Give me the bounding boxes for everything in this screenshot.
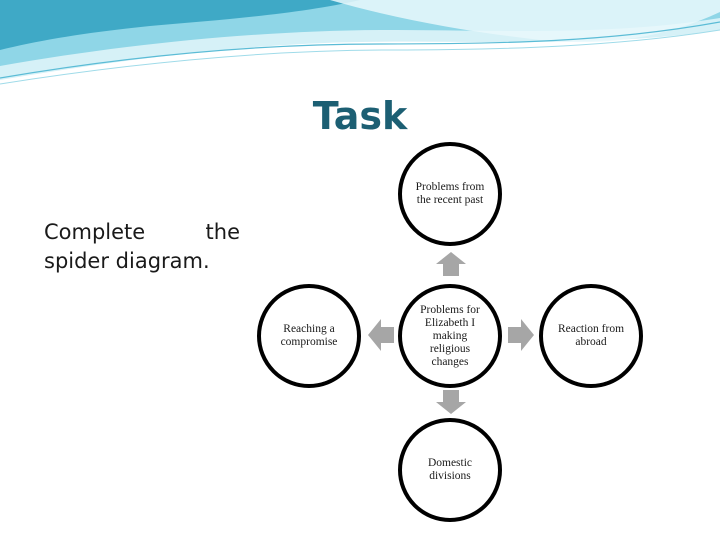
node-reaction-abroad: Reaction from abroad xyxy=(539,284,643,388)
page-title: Task xyxy=(312,94,408,138)
node-reaction-abroad-label: Reaction from abroad xyxy=(557,323,625,348)
node-recent-past-label: Problems from the recent past xyxy=(415,181,485,206)
wave-dark xyxy=(0,0,360,50)
instruction-text: Complete the spider diagram. xyxy=(44,220,240,273)
wave-line-1 xyxy=(0,21,720,79)
arrow-up-icon xyxy=(436,252,466,276)
arrow-down-icon xyxy=(436,390,466,414)
node-recent-past: Problems from the recent past xyxy=(398,142,502,246)
wave-highlight xyxy=(330,0,720,43)
arrow-right-icon xyxy=(508,319,534,351)
wave-line-2 xyxy=(0,29,720,85)
node-center: Problems for Elizabeth I making religiou… xyxy=(398,284,502,388)
header-wave-decoration xyxy=(0,0,720,85)
node-center-label: Problems for Elizabeth I making religiou… xyxy=(420,303,480,368)
node-compromise: Reaching a compromise xyxy=(257,284,361,388)
node-compromise-label: Reaching a compromise xyxy=(280,323,338,348)
node-domestic-divisions-label: Domestic divisions xyxy=(427,457,473,482)
node-domestic-divisions: Domestic divisions xyxy=(398,418,502,522)
arrow-left-icon xyxy=(368,319,394,351)
